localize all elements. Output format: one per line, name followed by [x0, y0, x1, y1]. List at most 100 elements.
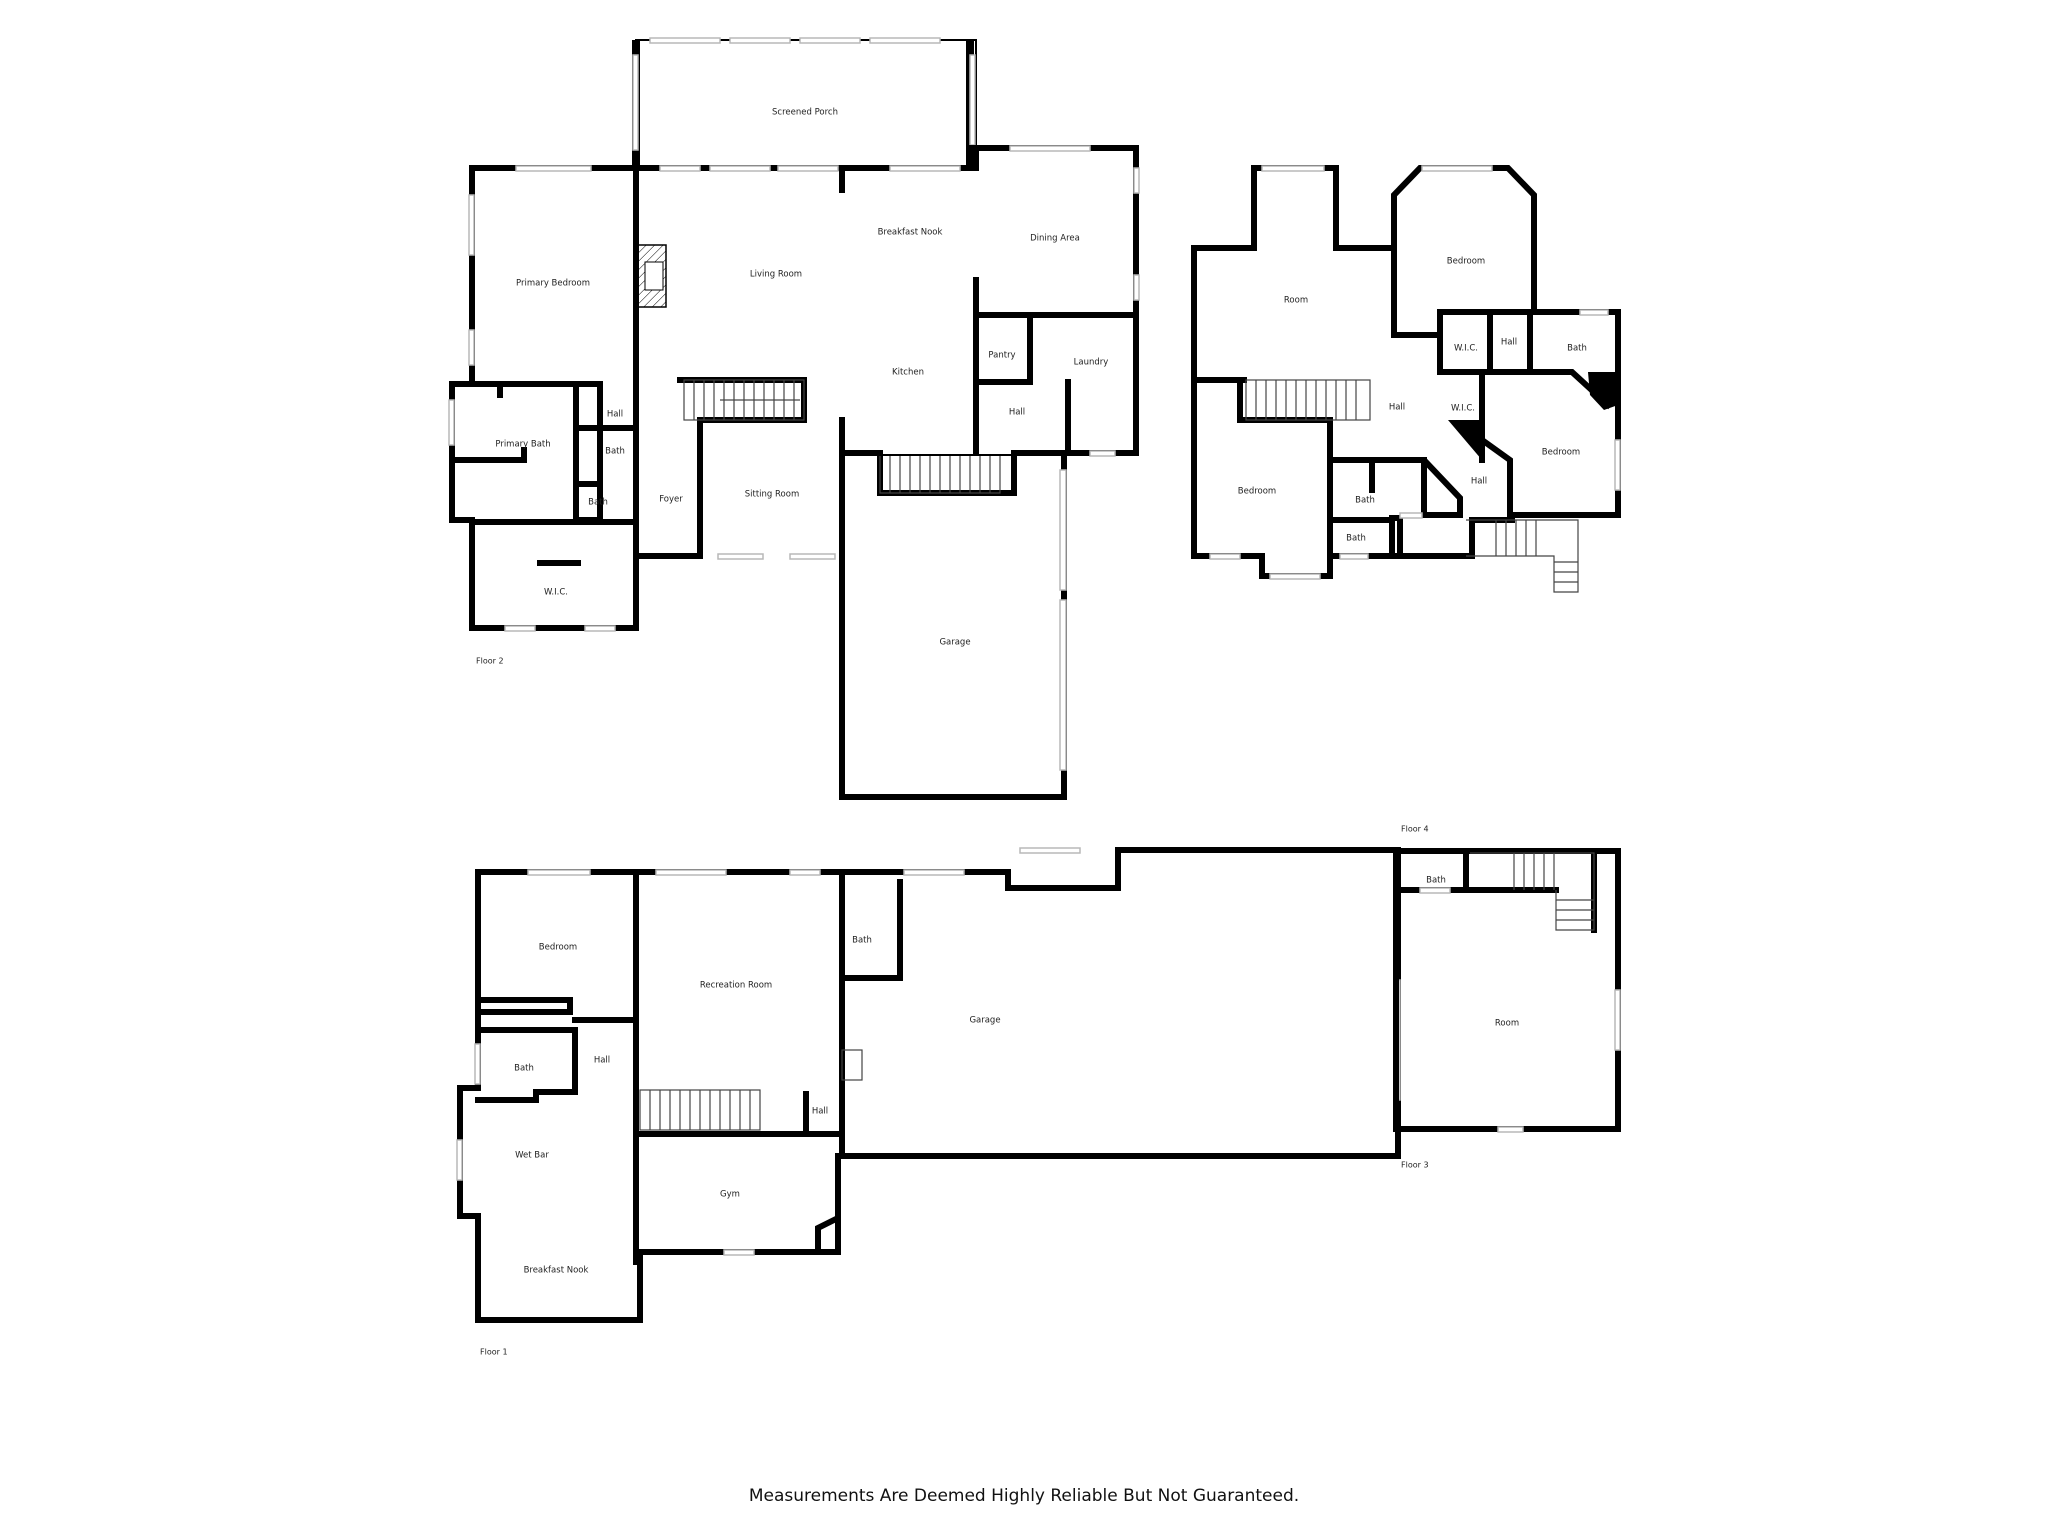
floor-label-floor-2: Floor 2 [476, 657, 504, 666]
window [468, 194, 475, 256]
room-label-hall: Hall [1009, 408, 1025, 418]
room-label-bath: Bath [852, 936, 872, 946]
window [515, 165, 592, 172]
room-label-room: Room [1284, 296, 1308, 306]
window [456, 1139, 463, 1181]
floor-2-plan [448, 37, 1140, 800]
window [655, 869, 727, 876]
floor-2-labels: Screened Porch Primary Bedroom Living Ro… [476, 108, 1108, 666]
room-label-bath: Bath [1346, 534, 1366, 544]
wall [839, 879, 903, 981]
room-label-breakfast-nook: Breakfast Nook [524, 1266, 589, 1276]
window [717, 553, 764, 560]
disclaimer-text: Measurements Are Deemed Highly Reliable … [748, 1486, 1300, 1506]
wall [1327, 457, 1395, 559]
window [504, 625, 536, 632]
room-label-bath: Bath [588, 498, 608, 508]
room-label-laundry: Laundry [1074, 358, 1109, 368]
room-label-living-room: Living Room [750, 270, 802, 280]
window [1133, 167, 1140, 194]
floor-label-floor-1: Floor 1 [480, 1348, 508, 1357]
window [1339, 553, 1369, 560]
room-label-wic: W.I.C. [544, 588, 568, 598]
window [777, 165, 839, 172]
room-label-bedroom: Bedroom [1447, 257, 1485, 267]
wall [475, 1027, 578, 1103]
window [584, 625, 616, 632]
window [709, 165, 771, 172]
window [1421, 165, 1493, 172]
room-label-room: Room [1495, 1019, 1519, 1029]
floor-1-plan [456, 847, 1401, 1323]
room-label-wet-bar: Wet Bar [515, 1151, 549, 1161]
window [1614, 439, 1621, 491]
room-label-bath: Bath [1426, 876, 1446, 886]
room-label-wic: W.I.C. [1451, 404, 1475, 414]
room-label-bath: Bath [1567, 344, 1587, 354]
closet-corner [1448, 420, 1482, 460]
floor-label-floor-3: Floor 3 [1401, 1161, 1429, 1170]
wall [449, 381, 639, 431]
floor-4-plan [1191, 165, 1621, 593]
window [468, 329, 475, 366]
room-label-garage: Garage [969, 1016, 1000, 1026]
wall [475, 997, 573, 1015]
staircase [1470, 852, 1595, 931]
window [659, 165, 701, 172]
window [1019, 847, 1081, 854]
room-label-hall: Hall [812, 1107, 828, 1117]
room-label-bedroom: Bedroom [539, 943, 577, 953]
wall [973, 312, 1033, 385]
wall [457, 1085, 1401, 1323]
window [903, 869, 965, 876]
room-label-hall: Hall [607, 410, 623, 420]
window [723, 1249, 755, 1256]
room-label-bath: Bath [1355, 496, 1375, 506]
window [1399, 512, 1423, 519]
window [1269, 573, 1321, 580]
room-label-wic: W.I.C. [1454, 344, 1478, 354]
window [1579, 309, 1609, 316]
floor-4-labels: Room Bedroom W.I.C. Hall Bath Hall W.I.C… [1238, 257, 1587, 834]
room-label-hall: Hall [594, 1056, 610, 1066]
window [789, 553, 836, 560]
window [889, 165, 961, 172]
room-label-hall: Hall [1471, 477, 1487, 487]
window [1209, 553, 1241, 560]
staircase [683, 379, 805, 421]
floor-1-labels: Bedroom Recreation Room Bath Garage Bath… [480, 936, 1001, 1357]
window [1261, 165, 1325, 172]
window [729, 37, 791, 44]
window [527, 869, 591, 876]
wall [475, 847, 1401, 1159]
window [632, 54, 639, 151]
wall [573, 381, 603, 523]
staircase [1245, 379, 1371, 421]
room-label-bath: Bath [605, 447, 625, 457]
garage-door [1059, 599, 1067, 771]
screened-porch-outline [635, 39, 977, 168]
window [1089, 450, 1116, 457]
floor-3-plan [1393, 848, 1621, 1133]
room-label-bedroom: Bedroom [1542, 448, 1580, 458]
wall [633, 145, 1139, 456]
window [1133, 274, 1140, 301]
room-label-recreation-room: Recreation Room [700, 981, 772, 991]
wall [1421, 457, 1463, 518]
room-label-pantry: Pantry [988, 351, 1015, 361]
chimney-corner [1588, 372, 1618, 410]
wall [449, 165, 639, 631]
window [1614, 989, 1621, 1051]
staircase [1466, 519, 1579, 593]
floor-label-floor-4: Floor 4 [1401, 825, 1429, 834]
room-label-hall: Hall [1501, 338, 1517, 348]
garage-outline [841, 454, 1065, 798]
floor-3-labels: Bath Room Floor 3 [1401, 876, 1519, 1170]
window [789, 869, 821, 876]
staircase [639, 1089, 761, 1131]
garage-door [1059, 469, 1067, 591]
wall [839, 450, 1067, 800]
window [1497, 1126, 1524, 1133]
fireplace-insert [644, 261, 664, 291]
